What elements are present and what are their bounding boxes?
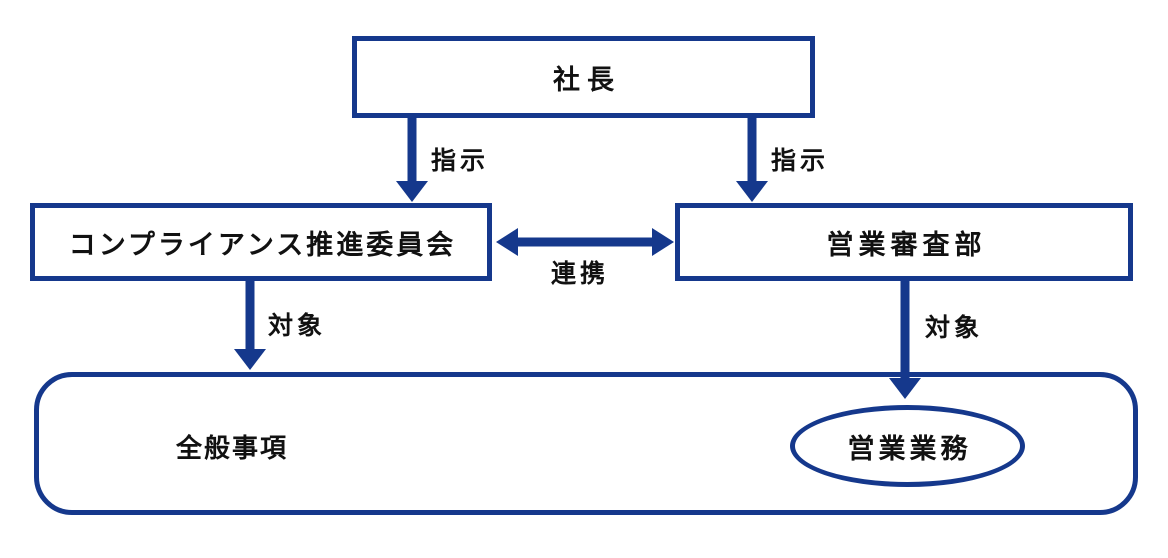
node-compliance-committee: コンプライアンス推進委員会 xyxy=(30,203,492,281)
instruction-arrow-right-icon xyxy=(736,118,768,202)
edge-instruction-left-label: 指示 xyxy=(431,147,490,175)
edge-target-left-label: 対象 xyxy=(268,312,327,340)
edge-cooperation-label: 連携 xyxy=(551,260,610,288)
node-sales-review-dept: 営業審査部 xyxy=(675,203,1133,281)
node-president-label: 社長 xyxy=(553,64,621,95)
node-sales-operations: 営業業務 xyxy=(790,405,1025,487)
node-general-matters-label: 全般事項 xyxy=(176,433,289,463)
node-president: 社長 xyxy=(352,36,815,118)
cooperation-double-arrow-icon xyxy=(496,228,674,256)
node-compliance-committee-label: コンプライアンス推進委員会 xyxy=(68,229,457,260)
node-sales-operations-label: 営業業務 xyxy=(847,433,972,464)
edge-target-right-label: 対象 xyxy=(925,314,984,342)
instruction-arrow-left-icon xyxy=(396,118,428,202)
target-arrow-left-icon xyxy=(234,281,266,370)
node-sales-review-dept-label: 営業審査部 xyxy=(826,229,987,260)
edge-instruction-right-label: 指示 xyxy=(771,147,830,175)
